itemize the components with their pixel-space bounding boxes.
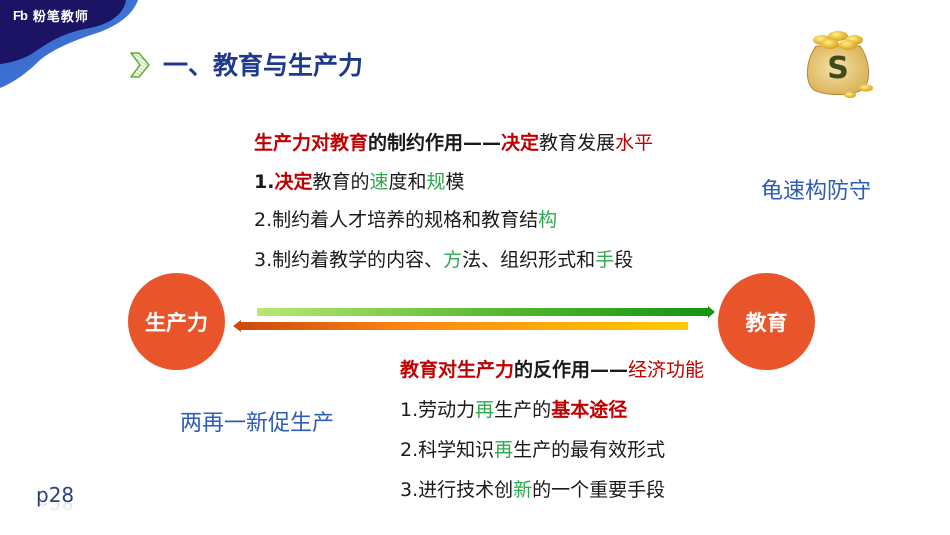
brand-name: 粉笔教师 [32, 10, 89, 25]
reaction-item-2: 2.科学知识再生产的最有效形式 [400, 439, 666, 461]
bidirectional-arrows [233, 306, 715, 332]
reaction-item-3: 3.进行技术创新的一个重要手段 [400, 479, 666, 501]
chevron-right-icon [130, 52, 150, 78]
arrow-right-icon [257, 306, 715, 318]
brand-corner-wave [0, 0, 138, 88]
constraint-item-3: 3.制约着教学的内容、方法、组织形式和手段 [254, 249, 634, 271]
mnemonic-reaction: 两再一新促生产 [180, 411, 335, 436]
page-number: p28 [36, 483, 75, 507]
node-productivity: 生产力 [128, 273, 225, 370]
reaction-heading: 教育对生产力的反作用——经济功能 [400, 359, 705, 381]
reaction-item-1: 1.劳动力再生产的基本途径 [400, 399, 628, 421]
brand-logo: Fb 粉笔教师 [13, 6, 89, 25]
constraint-item-2: 2.制约着人才培养的规格和教育结构 [254, 209, 558, 231]
svg-text:S: S [827, 51, 849, 86]
money-bag-icon: S [807, 31, 873, 98]
constraint-item-1: 1.决定教育的速度和规模 [254, 171, 465, 193]
fb-logo-icon: Fb [13, 8, 28, 23]
constraint-heading: 生产力对教育的制约作用——决定教育发展水平 [254, 132, 654, 154]
node-education: 教育 [718, 273, 815, 370]
mnemonic-constraint: 龟速构防守 [761, 179, 872, 204]
arrow-left-icon [233, 320, 688, 332]
page-number-reflection: p28 [36, 503, 74, 515]
page-title: 一、教育与生产力 [163, 51, 364, 80]
